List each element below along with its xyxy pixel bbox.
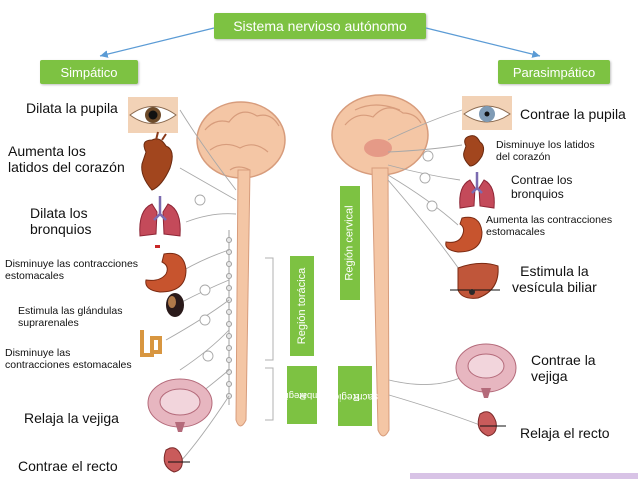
liver-icon — [450, 262, 500, 299]
label-contract-bronchi: Contrae los bronquios — [511, 173, 573, 202]
label-line: suprarenales — [18, 317, 79, 330]
label-line: Disminuye las contracciones — [5, 258, 139, 270]
label-contract-rectum: Contrae el recto — [18, 458, 118, 474]
lungs-icon — [139, 196, 181, 237]
sympathetic-nerves — [165, 109, 237, 463]
label-dilate-bronchi: Dilata los bronquios — [30, 205, 92, 237]
label-decrease-intestine-contractions: Disminuye las contracciones estomacales — [5, 347, 132, 371]
decorative-bottom-bar — [410, 473, 638, 479]
label-line: bronquios — [30, 221, 92, 238]
label-line: Dilata los — [30, 205, 88, 221]
stomach-icon — [145, 252, 187, 293]
left-spinal-cord — [235, 169, 251, 427]
arrow-to-sympathetic — [99, 27, 215, 58]
label-relax-bladder: Relaja la vejiga — [24, 410, 119, 426]
adrenal-gland-icon — [166, 293, 184, 317]
label-line: bronquios — [511, 186, 564, 201]
label-increase-heart-rate: Aumenta los latidos del corazón — [8, 143, 125, 175]
label-contract-bladder: Contrae la vejiga — [531, 352, 596, 384]
eye-icon — [128, 97, 178, 133]
label-dilate-pupil: Dilata la pupila — [26, 100, 118, 116]
bladder-icon — [147, 378, 213, 432]
label-line: Aumenta los — [8, 143, 86, 159]
eye-icon — [462, 96, 512, 130]
label-line: del corazón — [496, 151, 551, 164]
label-contract-pupil: Contrae la pupila — [520, 106, 626, 122]
label-stimulate-adrenal: Estimula las glándulas suprarenales — [18, 305, 122, 329]
label-line: contracciones estomacales — [5, 359, 132, 372]
label-line: Contrae la — [531, 352, 596, 368]
label-line: estomacales — [486, 226, 545, 239]
label-line: Estimula la — [520, 263, 589, 279]
parasympathetic-heading: Parasimpático — [498, 60, 610, 84]
heart-icon — [141, 131, 173, 191]
rectum-icon — [163, 447, 190, 473]
region-thoracic: Región torácica — [290, 256, 314, 356]
label-line: Disminuye las — [5, 347, 71, 359]
intestine-icon — [140, 330, 162, 357]
label-line: Disminuye los latidos — [496, 139, 595, 151]
label-line: Aumenta las contracciones — [486, 214, 613, 226]
label-line: vejiga — [531, 368, 568, 385]
label-line: Contrae los — [511, 173, 573, 187]
label-decrease-heart-rate: Disminuye los latidos del corazón — [496, 139, 595, 163]
label-line: latidos del corazón — [8, 159, 125, 176]
rectum-icon — [477, 411, 506, 437]
arrow-to-parasympathetic — [425, 27, 541, 58]
heart-icon — [463, 135, 485, 167]
label-line: vesícula biliar — [512, 279, 597, 296]
label-relax-rectum: Relaja el recto — [520, 425, 610, 441]
label-decrease-stomach-contractions: Disminuye las contracciones estomacales — [5, 258, 138, 282]
diagram-title: Sistema nervioso autónomo — [214, 13, 426, 39]
region-cervical: Región cervical — [340, 186, 360, 300]
label-stimulate-gallbladder: Estimula la vesícula biliar — [512, 263, 597, 295]
bladder-icon — [455, 343, 517, 398]
label-line: estomacales — [5, 270, 64, 283]
sympathetic-heading: Simpático — [40, 60, 138, 84]
lungs-icon — [459, 172, 495, 209]
label-line: Estimula las glándulas — [18, 305, 123, 317]
sympathetic-chain — [226, 230, 232, 405]
stomach-icon — [445, 216, 483, 253]
right-spinal-cord — [371, 167, 390, 437]
label-increase-stomach-contractions: Aumenta las contracciones estomacales — [486, 214, 612, 238]
